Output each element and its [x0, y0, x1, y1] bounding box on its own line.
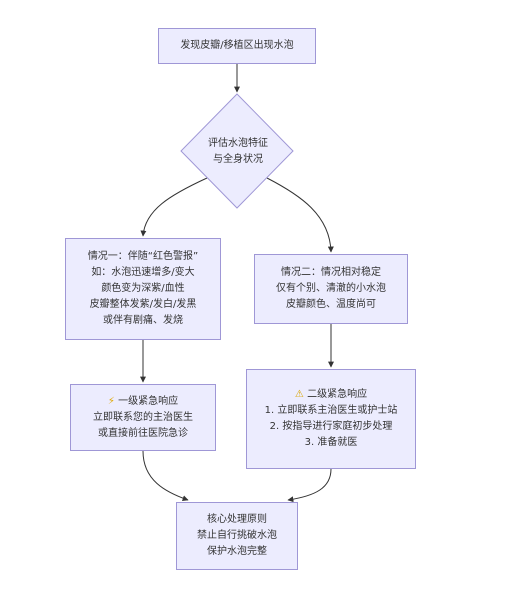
core-line-2: 禁止自行挑破水泡 — [197, 530, 277, 541]
edge-level1-to-core — [142, 450, 189, 502]
level2-line-1: 1. 立即联系主治医生或护士站 — [264, 405, 398, 416]
case1-line-3: 颜色变为深紫/血性 — [101, 283, 185, 294]
level1-line-1: 立即联系您的主治医生 — [93, 411, 193, 423]
case1-line-4: 皮瓣整体发紫/发白/发黑 — [89, 299, 197, 310]
decision-line-1: 评估水泡特征 — [208, 138, 268, 149]
core-principle-node: 核心处理原则 禁止自行挑破水泡 保护水泡完整 — [176, 502, 298, 570]
lightning-icon: ⚡ — [107, 395, 115, 407]
level1-title-row: ⚡ 一级紧急响应 — [108, 394, 178, 410]
core-line-3: 保护水泡完整 — [207, 546, 267, 557]
case2-node: 情况二：情况相对稳定 仅有个别、清澈的小水泡 皮瓣颜色、温度尚可 — [254, 254, 408, 324]
case2-line-2: 仅有个别、清澈的小水泡 — [276, 283, 386, 294]
level1-node: ⚡ 一级紧急响应 立即联系您的主治医生 或直接前往医院急诊 — [70, 384, 216, 451]
start-node: 发现皮瓣/移植区出现水泡 — [158, 28, 316, 64]
decision-line-2: 与全身状况 — [213, 154, 263, 165]
case1-line-2: 如：水泡迅速增多/变大 — [91, 267, 195, 278]
start-node-text: 发现皮瓣/移植区出现水泡 — [180, 40, 294, 51]
level2-line-3: 3. 准备就医 — [304, 437, 358, 448]
level1-line-2: 或直接前往医院急诊 — [98, 427, 188, 439]
edge-decision-to-case1 — [140, 177, 208, 237]
edge-decision-to-case2 — [266, 177, 334, 253]
case2-line-3: 皮瓣颜色、温度尚可 — [286, 299, 376, 310]
case1-line-5: 或伴有剧痛、发烧 — [103, 315, 183, 326]
level2-title-row: ⚠ 二级紧急响应 — [295, 387, 367, 403]
level2-title: 二级紧急响应 — [307, 389, 368, 400]
warning-icon: ⚠ — [294, 389, 304, 400]
decision-diamond — [180, 93, 294, 209]
level2-node: ⚠ 二级紧急响应 1. 立即联系主治医生或护士站 2. 按指导进行家庭初步处理 … — [246, 369, 416, 469]
level1-title: 一级紧急响应 — [118, 395, 179, 407]
case1-node: 情况一：伴随“红色警报” 如：水泡迅速增多/变大 颜色变为深紫/血性 皮瓣整体发… — [65, 238, 221, 340]
decision-node-text: 评估水泡特征 与全身状况 — [200, 136, 276, 168]
case1-line-1: 情况一：伴随“红色警报” — [87, 251, 199, 262]
edge-level2-to-core — [287, 468, 332, 503]
level2-line-2: 2. 按指导进行家庭初步处理 — [269, 421, 393, 432]
case2-line-1: 情况二：情况相对稳定 — [281, 267, 381, 278]
core-line-1: 核心处理原则 — [207, 514, 267, 525]
